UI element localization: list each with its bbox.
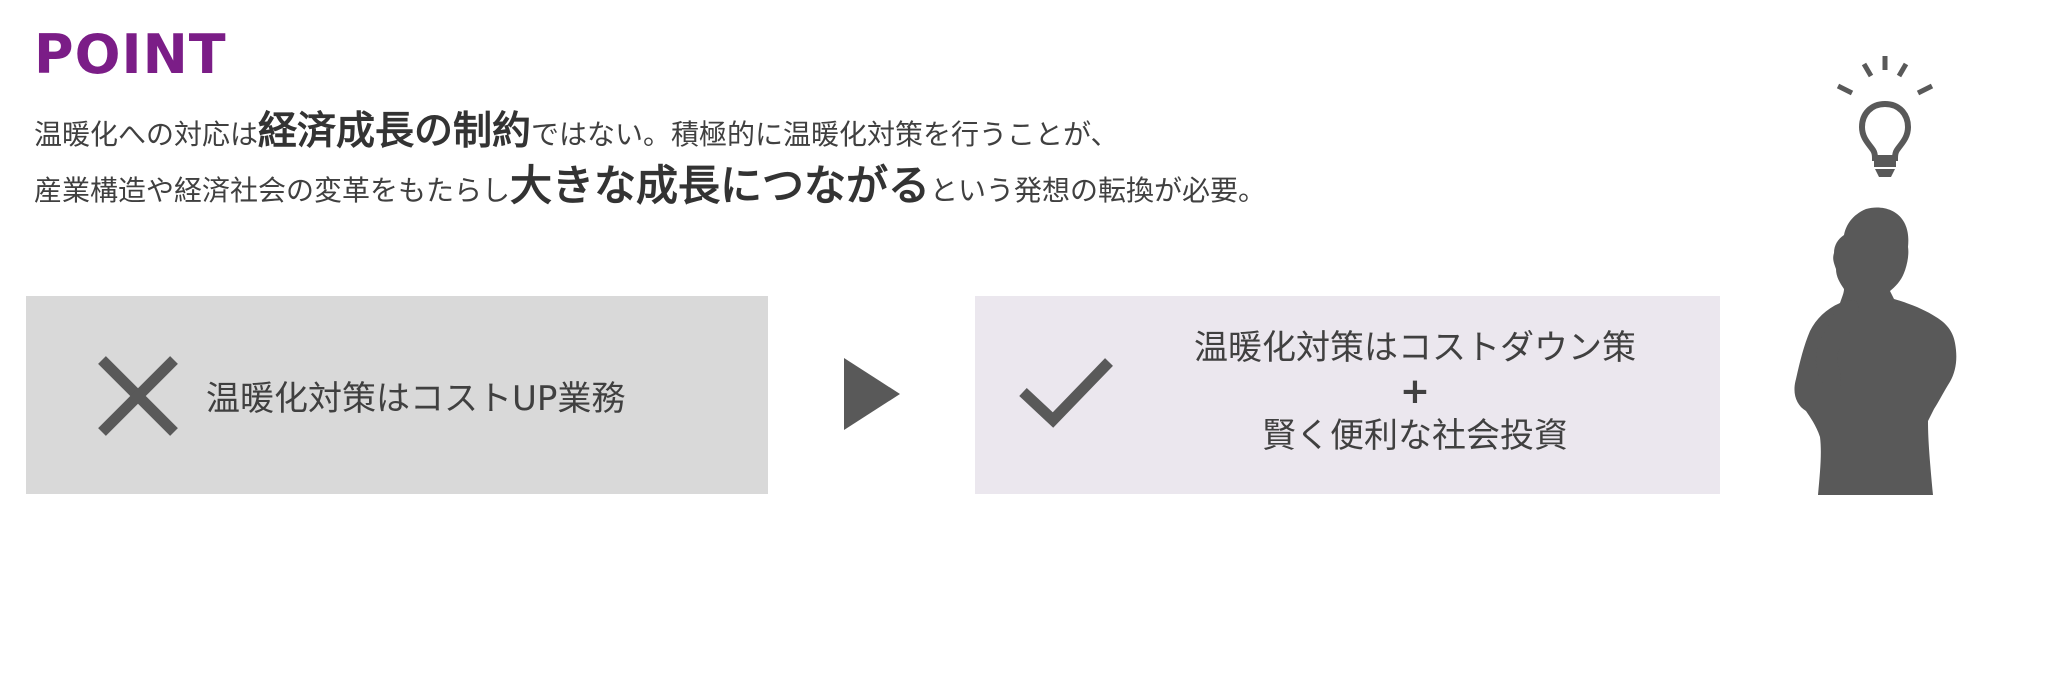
lead-line-2-emphasis: 大きな成長につながる xyxy=(510,161,931,210)
thinking-person-icon xyxy=(1794,207,1957,495)
check-icon xyxy=(1019,358,1113,428)
lead-line-2: 産業構造や経済社会の変革をもたらし 大きな成長につながる という発想の転換が必要… xyxy=(34,152,1474,210)
play-arrow-icon xyxy=(844,358,900,430)
lead-line-1-post: ではない。積極的に温暖化対策を行うことが、 xyxy=(531,118,1119,151)
x-icon xyxy=(98,356,178,436)
point-title: POINT xyxy=(34,23,227,86)
lead-line-1-pre: 温暖化への対応は xyxy=(34,118,259,151)
after-box: 温暖化対策はコストダウン策 + 賢く便利な社会投資 xyxy=(975,296,1720,494)
lightbulb-icon xyxy=(1836,56,1934,177)
after-text-line-1: 温暖化対策はコストダウン策 xyxy=(1194,328,1636,368)
lead-line-1-emphasis: 経済成長の制約 xyxy=(258,109,532,154)
after-text-line-2: 賢く便利な社会投資 xyxy=(1262,416,1568,456)
lead-text: 温暖化への対応は 経済成長の制約 ではない。積極的に温暖化対策を行うことが、 産… xyxy=(34,100,1474,210)
before-box: 温暖化対策はコストUP業務 xyxy=(26,296,768,494)
lead-line-2-pre: 産業構造や経済社会の変革をもたらし xyxy=(34,174,511,207)
after-text-plus: + xyxy=(1399,371,1431,412)
before-text: 温暖化対策はコストUP業務 xyxy=(206,378,626,419)
lead-line-2-post: という発想の転換が必要。 xyxy=(930,174,1267,207)
lead-line-1: 温暖化への対応は 経済成長の制約 ではない。積極的に温暖化対策を行うことが、 xyxy=(34,100,1474,154)
after-text: 温暖化対策はコストダウン策 + 賢く便利な社会投資 xyxy=(1125,326,1705,458)
